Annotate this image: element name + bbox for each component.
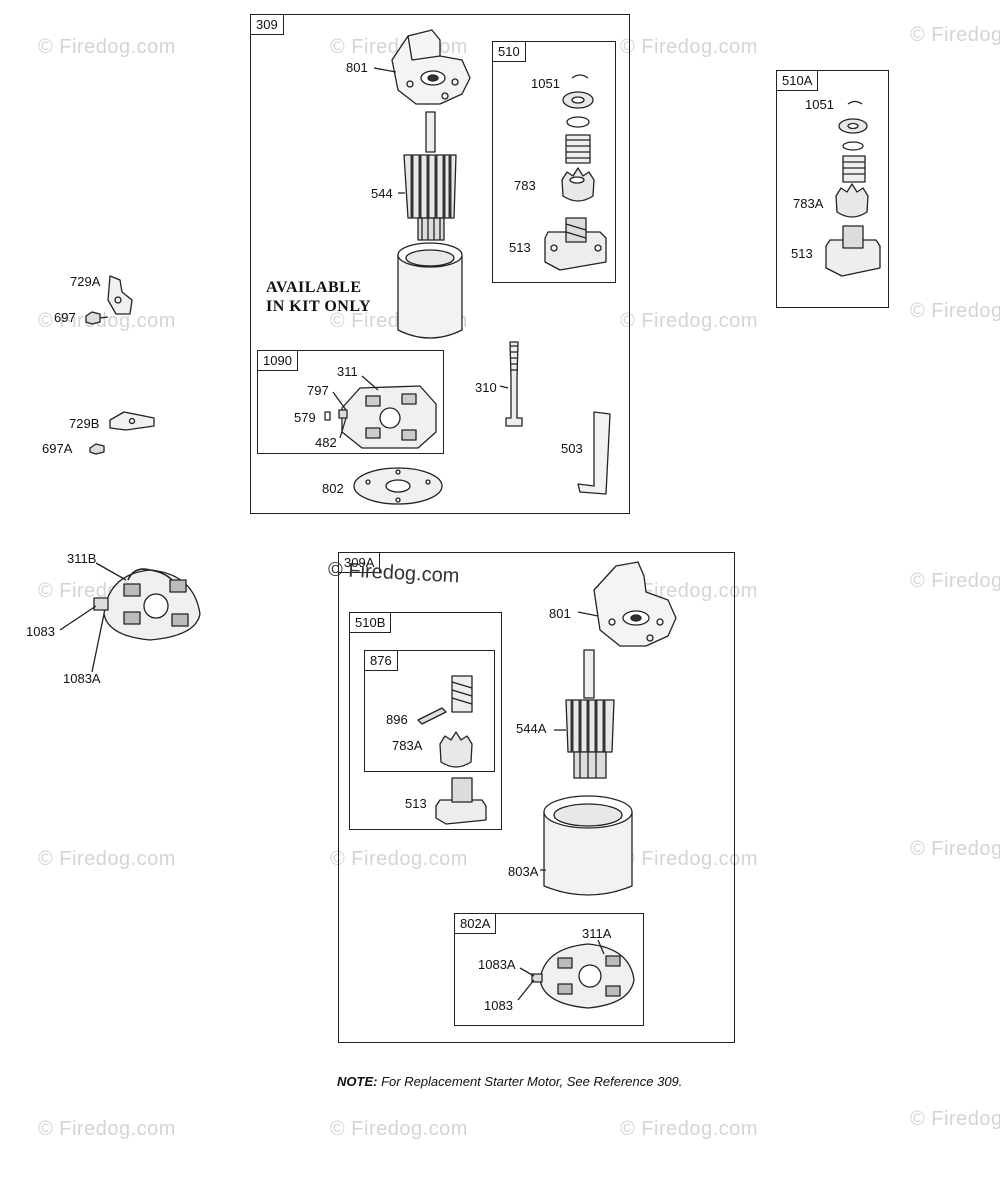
note-text: For Replacement Starter Motor, See Refer… xyxy=(381,1074,683,1089)
part-label: 729B xyxy=(69,416,100,431)
part-label: 802 xyxy=(322,481,344,496)
strap-503-drawing xyxy=(577,411,611,495)
part-label: 697 xyxy=(54,310,76,325)
drive-876-drawing xyxy=(417,675,487,825)
watermark: © Firedog.com xyxy=(620,848,758,870)
watermark: © Firedog.com xyxy=(620,36,758,58)
part-label: 896 xyxy=(386,712,408,727)
part-label: 697A xyxy=(42,441,73,456)
group-box-510: 510 xyxy=(492,41,616,283)
part-label: 1051 xyxy=(531,76,560,91)
brush-plate-311-drawing xyxy=(324,375,437,449)
part-label: 801 xyxy=(549,606,571,621)
part-label: 1083A xyxy=(63,671,101,686)
box-tag-802A: 802A xyxy=(455,914,497,934)
box-tag-1090: 1090 xyxy=(258,351,298,371)
kit-note: AVAILABLE IN KIT ONLY xyxy=(266,278,371,316)
part-label: 513 xyxy=(405,796,427,811)
part-label: 311A xyxy=(582,926,612,941)
group-box-876: 876 xyxy=(364,650,495,772)
part-label: 544 xyxy=(371,186,393,201)
through-bolt-310-drawing xyxy=(499,341,523,427)
group-box-510A: 510A xyxy=(776,70,889,308)
part-label: 729A xyxy=(70,274,101,289)
kit-note-line-1: AVAILABLE xyxy=(266,279,362,296)
watermark: © Firedog.com xyxy=(620,1118,758,1140)
note-prefix: NOTE: xyxy=(337,1074,378,1089)
part-label: 801 xyxy=(346,60,368,75)
frame-803A-drawing xyxy=(540,795,633,896)
part-label: 783A xyxy=(793,196,824,211)
part-label: 783A xyxy=(392,738,423,753)
bracket-801b-drawing xyxy=(577,561,677,647)
replacement-note: NOTE: For Replacement Starter Motor, See… xyxy=(337,1074,682,1089)
watermark: © Firedog.com xyxy=(330,848,468,870)
group-box-802A: 802A xyxy=(454,913,644,1026)
watermark: © Firedog.com xyxy=(38,36,176,58)
watermark: © Firedog.com xyxy=(620,310,758,332)
watermark: © Firedog.com xyxy=(910,570,1000,592)
part-label: 513 xyxy=(509,240,531,255)
armature-544-drawing xyxy=(398,111,457,241)
plate-802-drawing xyxy=(353,467,443,505)
drive-510A-drawing xyxy=(825,100,881,277)
frame-drawing xyxy=(397,242,463,339)
watermark: © Firedog.com xyxy=(330,1118,468,1140)
group-box-309: 309 xyxy=(250,14,630,514)
part-label: 579 xyxy=(294,410,316,425)
part-label: 311B xyxy=(67,551,97,566)
group-box-510B: 510B xyxy=(349,612,502,830)
box-tag-876: 876 xyxy=(365,651,398,671)
part-label: 503 xyxy=(561,441,583,456)
drive-510-drawing xyxy=(544,74,607,271)
part-label: 311 xyxy=(337,364,358,379)
part-label: 1083A xyxy=(478,957,516,972)
watermark: © Firedog.com xyxy=(38,1118,176,1140)
bracket-729A-drawing xyxy=(85,275,133,325)
part-label: 1051 xyxy=(805,97,834,112)
box-tag-309: 309 xyxy=(251,15,284,35)
box-tag-309A: 309A xyxy=(339,553,381,573)
box-tag-510: 510 xyxy=(493,42,526,62)
box-tag-510A: 510A xyxy=(777,71,819,91)
brush-plate-311A-drawing xyxy=(517,939,635,1009)
armature-544A-drawing xyxy=(554,649,615,779)
group-box-309A: 309A xyxy=(338,552,735,1043)
brush-plate-311B-drawing xyxy=(59,562,201,673)
watermark: © Firedog.com xyxy=(38,310,176,332)
box-tag-510B: 510B xyxy=(350,613,392,633)
kit-note-line-2: IN KIT ONLY xyxy=(266,298,372,315)
watermark: © Firedog.com xyxy=(910,300,1000,322)
bracket-729B-drawing xyxy=(89,411,155,455)
part-label: 803A xyxy=(508,864,539,879)
watermark: © Firedog.com xyxy=(910,838,1000,860)
watermark: © Firedog.com xyxy=(38,848,176,870)
part-label: 482 xyxy=(315,435,337,450)
watermark: © Firedog.com xyxy=(910,24,1000,46)
part-label: 783 xyxy=(514,178,536,193)
bracket-801-drawing xyxy=(373,29,471,105)
group-box-1090: 1090 xyxy=(257,350,444,454)
part-label: 797 xyxy=(307,383,329,398)
part-label: 1083 xyxy=(26,624,55,639)
part-label: 544A xyxy=(516,721,547,736)
watermark: © Firedog.com xyxy=(910,1108,1000,1130)
part-label: 1083 xyxy=(484,998,513,1013)
part-label: 513 xyxy=(791,246,813,261)
part-label: 310 xyxy=(475,380,497,395)
